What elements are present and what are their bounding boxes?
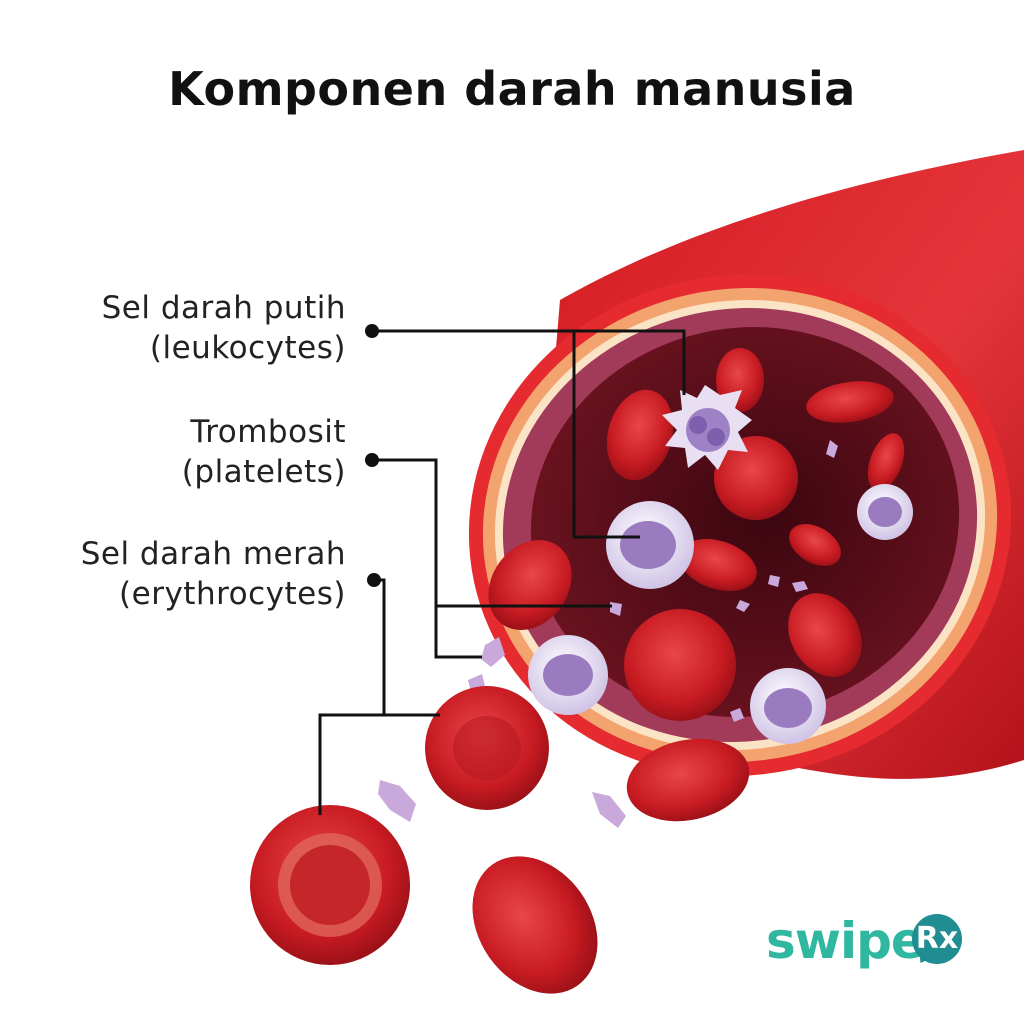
- red-cell: [679, 539, 757, 591]
- leader-dot: [365, 453, 379, 467]
- label-line: (erythrocytes): [119, 576, 346, 612]
- label-white-blood-cells: Sel darah putih (leukocytes): [102, 288, 346, 368]
- leader-dot: [365, 324, 379, 338]
- brand-wordmark: swipe: [766, 912, 925, 970]
- leader-line-wbc: [372, 329, 686, 395]
- red-cell: [806, 381, 894, 423]
- white-cells: [528, 385, 913, 744]
- label-line: (platelets): [181, 454, 346, 490]
- label-line: Trombosit: [190, 414, 346, 450]
- label-line: Sel darah merah: [80, 536, 346, 572]
- red-cell: [788, 593, 862, 677]
- platelets: [378, 440, 838, 828]
- brand-logo: swipe Rx: [766, 912, 976, 982]
- rx-bubble-icon: Rx: [912, 914, 962, 964]
- leader-line-wbc-2: [572, 331, 640, 539]
- label-line: (leukocytes): [149, 330, 346, 366]
- spilled-red-cells: [250, 686, 750, 994]
- leader-dots: [365, 324, 381, 587]
- label-red-blood-cells: Sel darah merah (erythrocytes): [81, 534, 346, 614]
- leader-line-rbc-2: [318, 713, 384, 815]
- leader-dot: [367, 573, 381, 587]
- leader-line-platelets: [372, 458, 482, 659]
- leader-line-rbc: [374, 578, 440, 717]
- red-cell: [624, 609, 736, 721]
- diagram-title: Komponen darah manusia: [168, 62, 856, 116]
- red-cell: [626, 738, 750, 822]
- red-cell: [789, 524, 841, 566]
- red-cell: [867, 433, 905, 491]
- label-line: Sel darah putih: [101, 290, 346, 326]
- red-cell: [606, 389, 674, 481]
- label-platelets: Trombosit (platelets): [182, 412, 346, 492]
- red-cell: [714, 436, 798, 520]
- red-cell: [472, 856, 598, 994]
